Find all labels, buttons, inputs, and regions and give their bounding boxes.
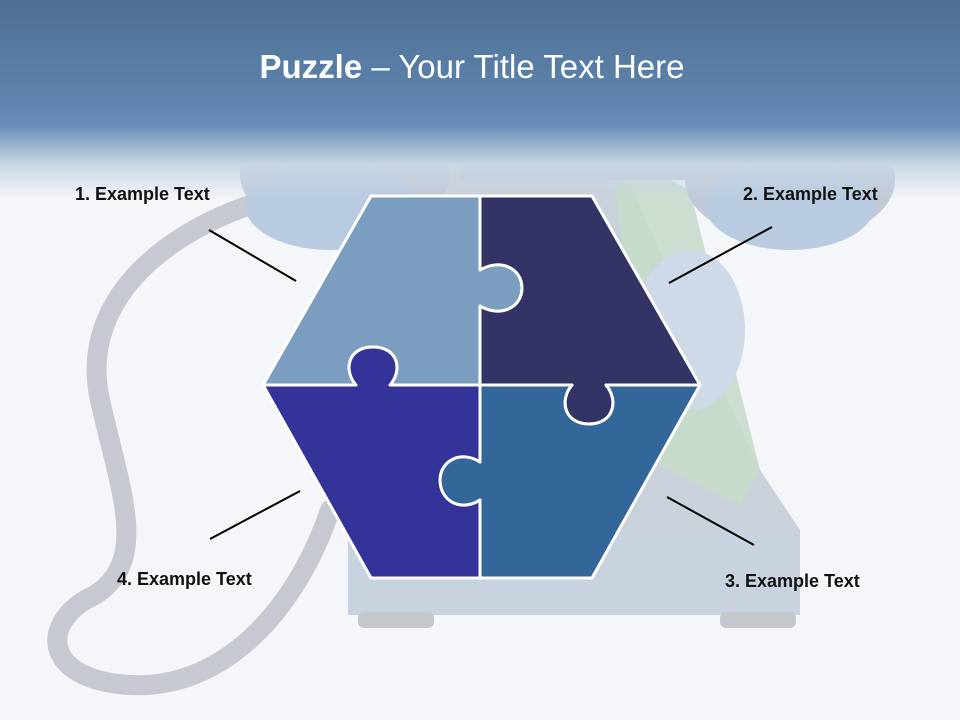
title-rest: – Your Title Text Here [362,48,685,85]
label-4: 4. Example Text [117,569,252,589]
connector-line-1 [208,229,297,282]
label-2: 2. Example Text [743,184,878,204]
label-3: 3. Example Text [725,571,860,591]
slide-title: Puzzle – Your Title Text Here [0,48,944,86]
label-1: 1. Example Text [75,184,210,204]
connector-line-2 [668,226,773,284]
puzzle-piece-4[interactable] [261,345,482,580]
phone-cord [47,195,340,696]
connector-line-3 [666,496,755,546]
header-band [0,0,960,200]
title-bold: Puzzle [259,48,363,85]
connector-line-4 [209,490,301,540]
